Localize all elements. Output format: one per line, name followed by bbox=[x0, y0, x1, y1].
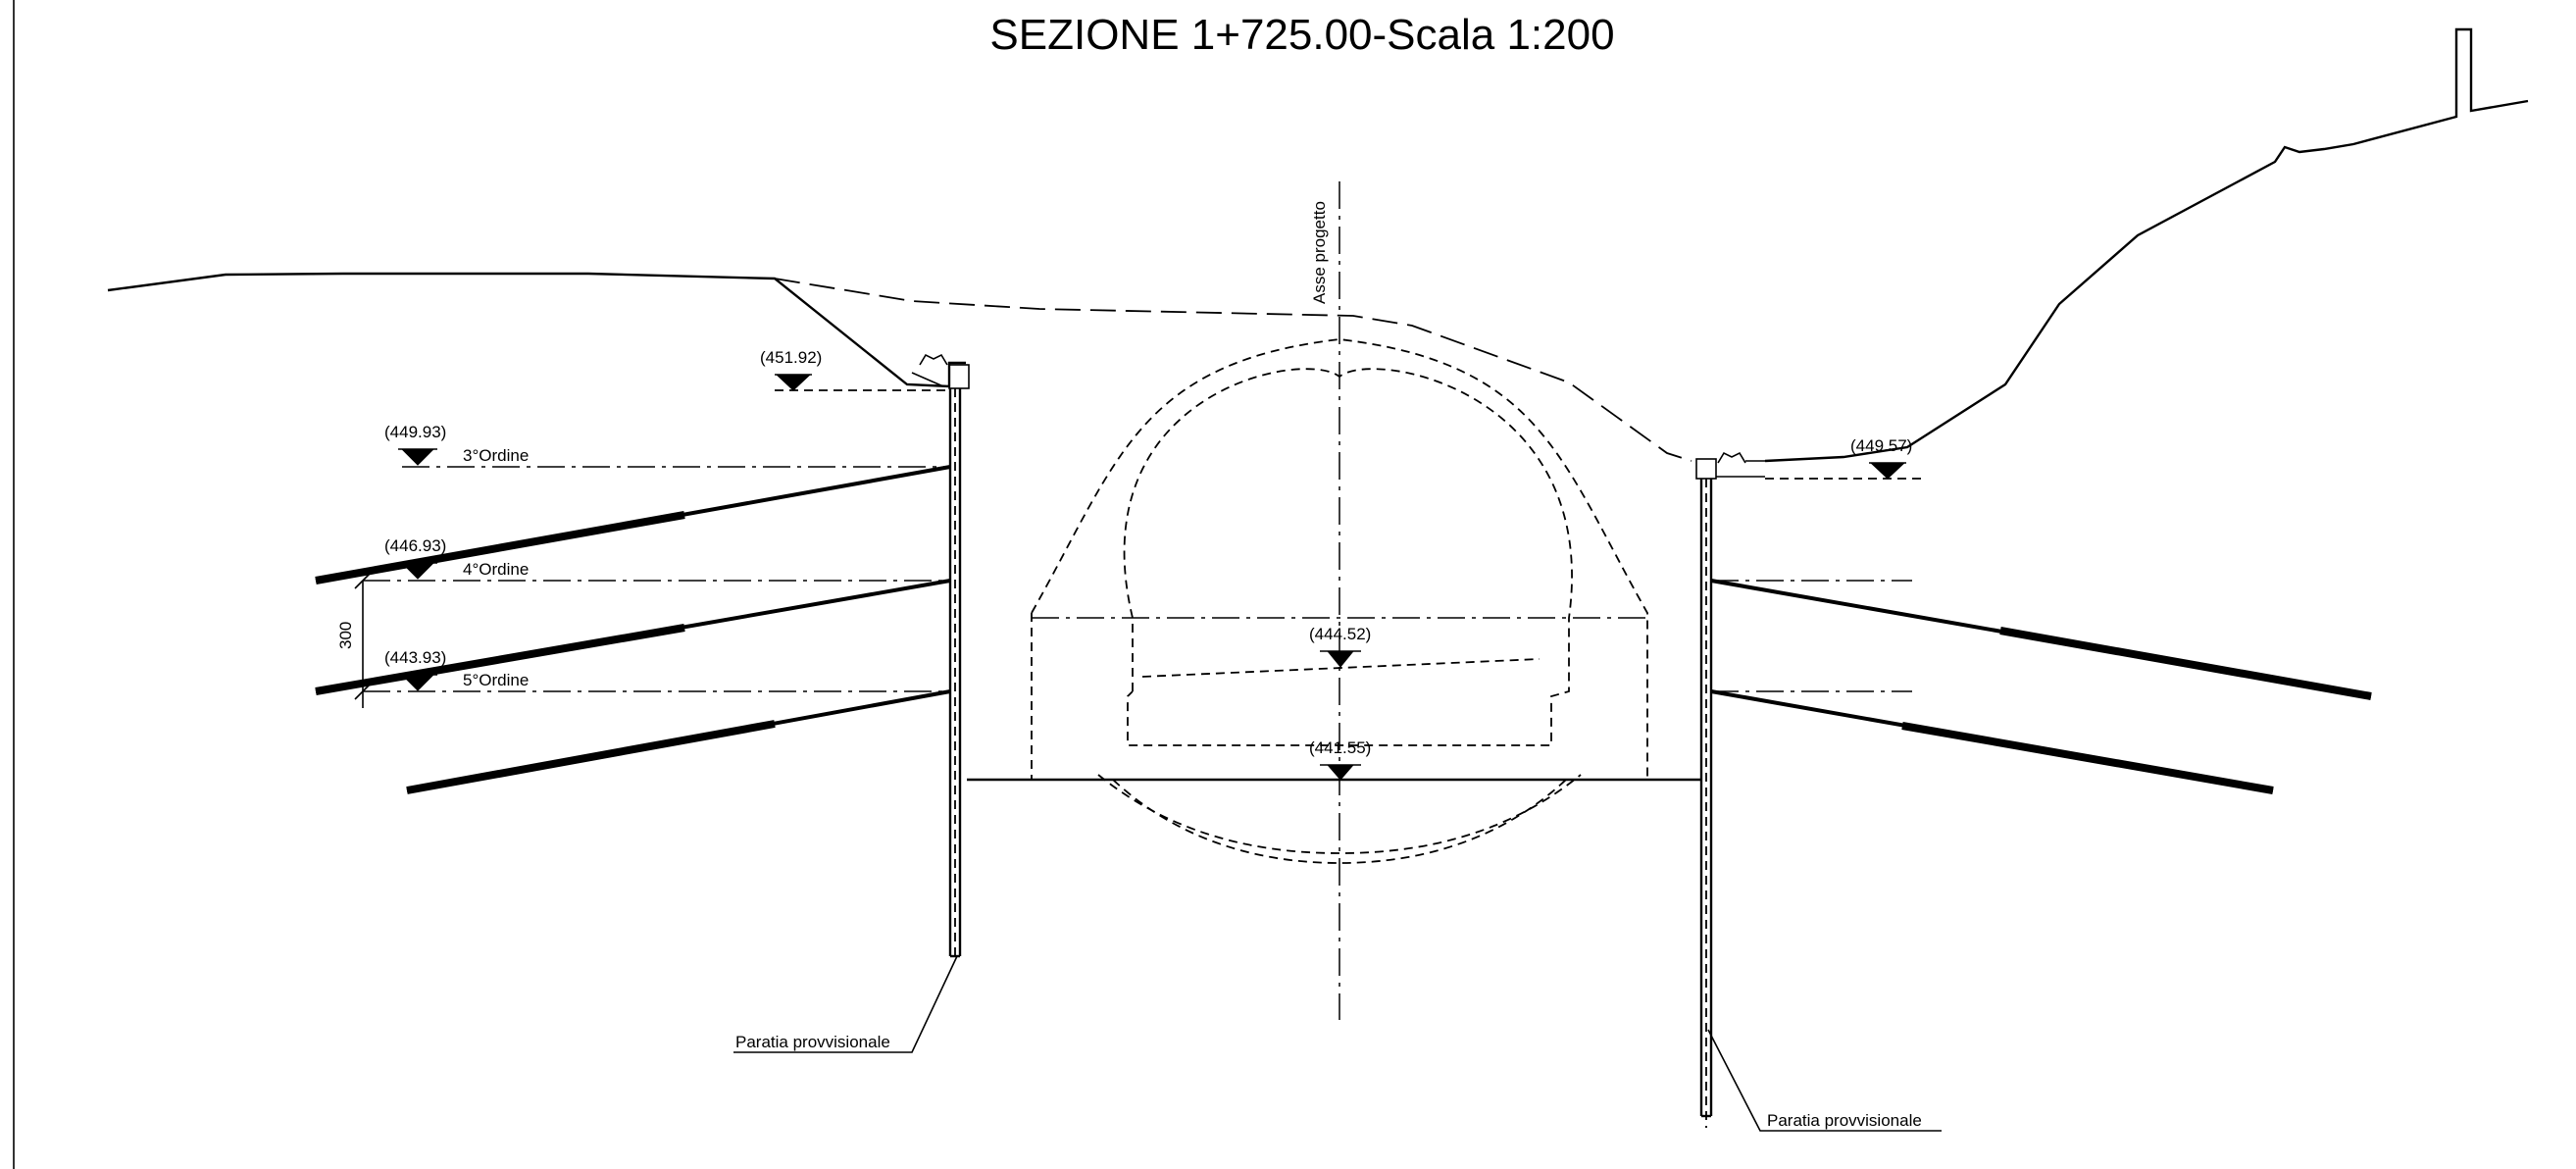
order-5-label: 5°Ordine bbox=[463, 671, 529, 689]
project-axis-label: Asse progetto bbox=[1310, 201, 1329, 304]
order-4-label: 4°Ordine bbox=[463, 560, 529, 579]
left-wall-label: Paratia provvisionale bbox=[735, 1033, 890, 1051]
elevation-invert: (441.55) bbox=[1309, 738, 1371, 757]
left-retaining-wall bbox=[948, 388, 962, 958]
elevation-marker-crown bbox=[1326, 650, 1355, 668]
order-spacing-dimension bbox=[354, 572, 372, 708]
right-anchor-1 bbox=[1710, 579, 2372, 700]
order-spacing-label: 300 bbox=[336, 622, 355, 649]
left-capping-beam bbox=[911, 353, 970, 389]
order-3-label: 3°Ordine bbox=[463, 446, 529, 465]
order-3-elevation: (449.93) bbox=[384, 423, 446, 441]
tunnel-invert-arch bbox=[1097, 774, 1582, 854]
right-retaining-wall bbox=[1699, 479, 1713, 1128]
right-wall-label: Paratia provvisionale bbox=[1767, 1111, 1922, 1130]
elevation-crown: (444.52) bbox=[1309, 625, 1371, 643]
order-3-marker bbox=[400, 448, 435, 466]
section-title: SEZIONE 1+725.00-Scala 1:200 bbox=[989, 11, 1614, 59]
right-anchor-2 bbox=[1710, 689, 2274, 794]
elevation-marker-top-left bbox=[775, 374, 812, 391]
ground-profile-original bbox=[774, 278, 1692, 462]
order-5-marker bbox=[400, 674, 435, 691]
order-4-elevation: (446.93) bbox=[384, 536, 446, 555]
tunnel-road-slope bbox=[1141, 658, 1541, 678]
tunnel-outer-lining bbox=[1031, 338, 1648, 780]
ground-profile-left bbox=[107, 272, 966, 388]
left-anchor-2 bbox=[315, 579, 951, 695]
left-anchor-3 bbox=[406, 689, 951, 794]
elevation-top-left: (451.92) bbox=[760, 348, 822, 367]
order-4-marker bbox=[400, 562, 435, 580]
elevation-marker-invert bbox=[1326, 764, 1355, 781]
right-capping-beam bbox=[1695, 451, 1765, 480]
left-anchor-1 bbox=[315, 465, 951, 584]
elevation-top-right: (449.57) bbox=[1850, 436, 1912, 455]
ground-profile-right bbox=[1764, 27, 2529, 463]
left-wall-leader bbox=[733, 955, 958, 1053]
right-wall-leader bbox=[1707, 1029, 1942, 1132]
tunnel-inner-profile bbox=[1123, 368, 1573, 746]
elevation-marker-top-right bbox=[1869, 462, 1906, 480]
order-5-elevation: (443.93) bbox=[384, 648, 446, 667]
